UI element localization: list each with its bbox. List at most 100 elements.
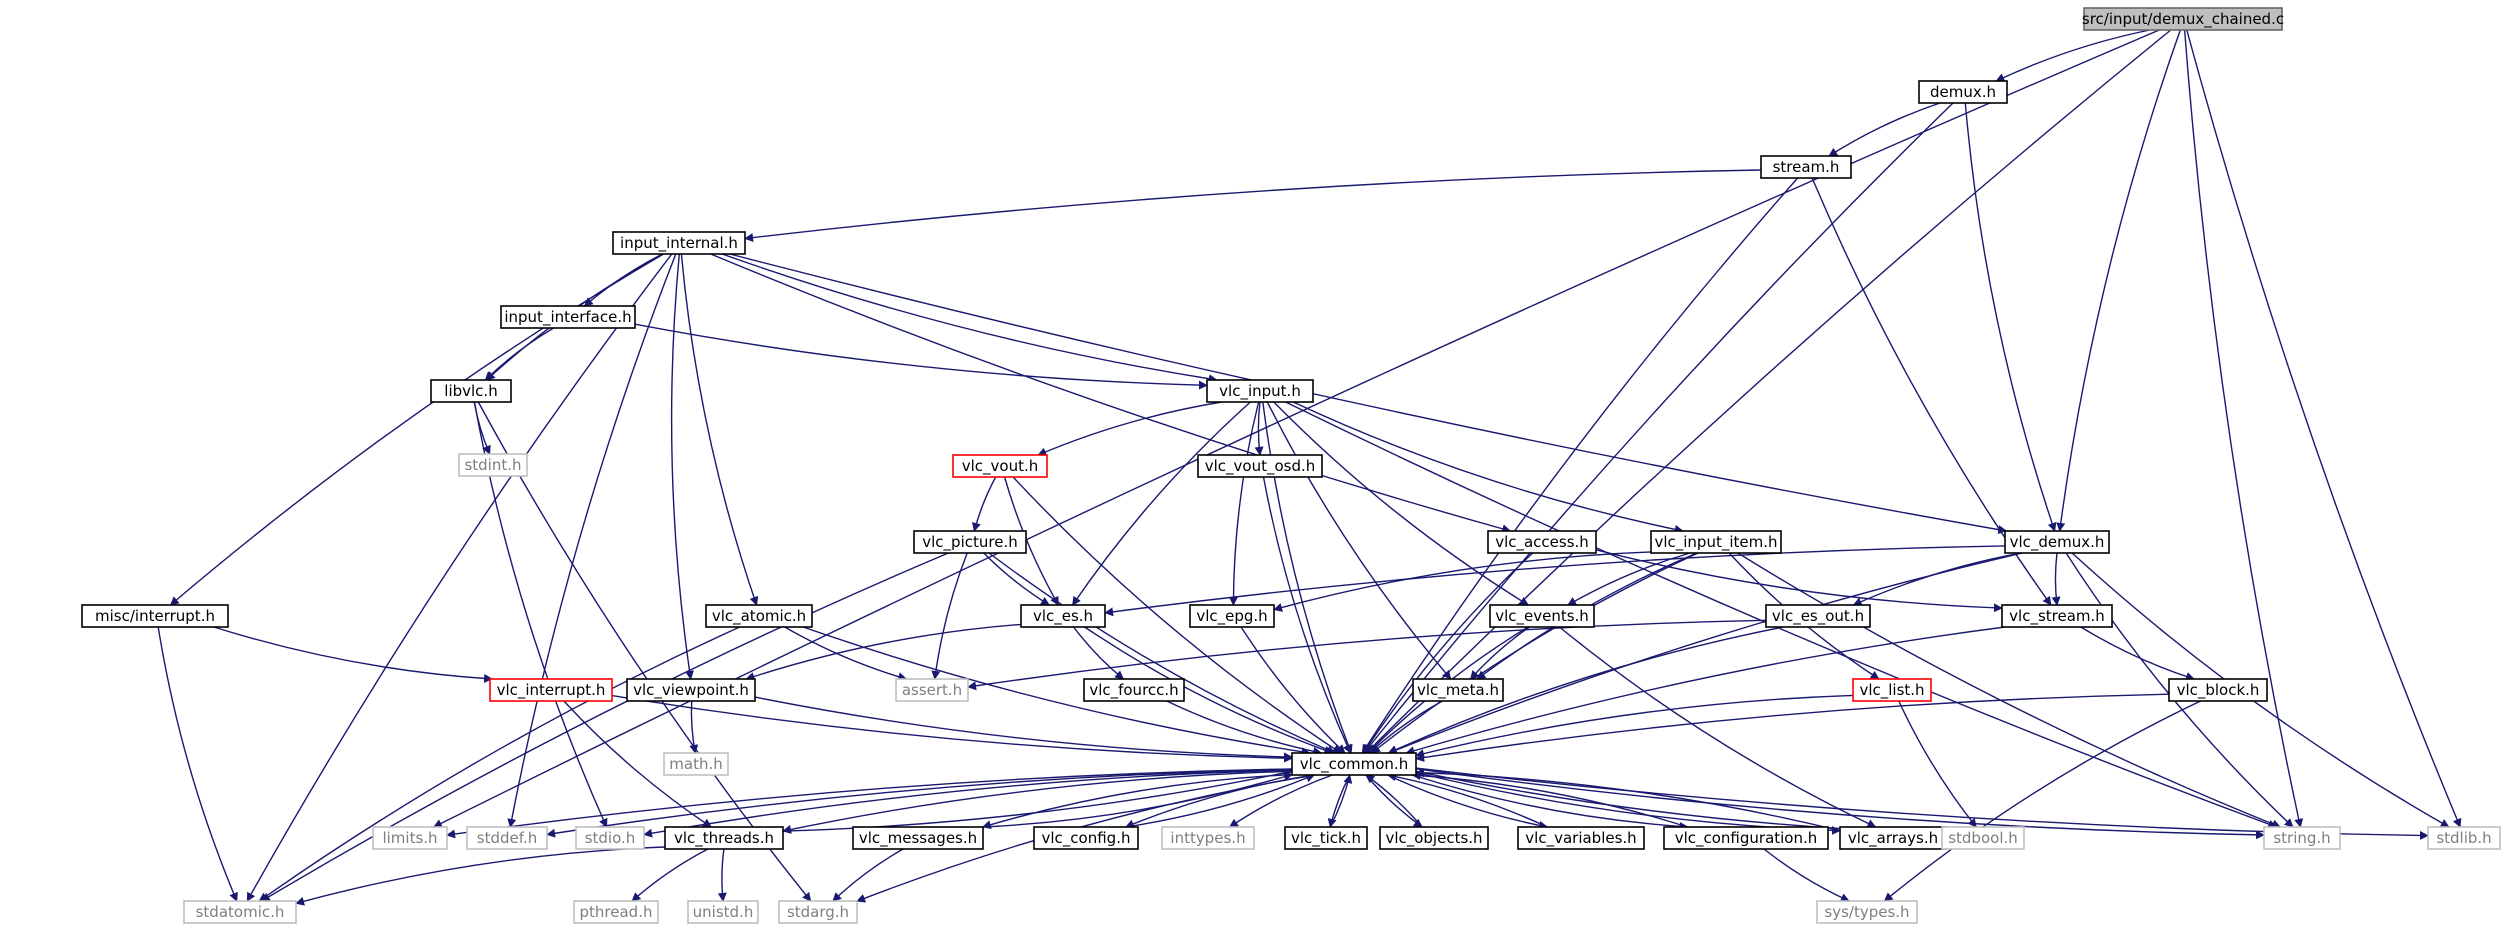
edge-vlc_atomic-to-assert [784,626,908,682]
edge-vlc_vout_osd-to-vlc_common [1262,476,1352,754]
edge-vlc_es-to-vlc_common [1084,626,1334,755]
node-vlc-messages[interactable]: vlc_messages.h [852,826,984,850]
edge-vlc_demux-to-vlc_es_out [1852,552,2022,606]
node-vlc-demux[interactable]: vlc_demux.h [2004,530,2110,554]
edge-vlc_input_item-to-vlc_epg [1273,551,1652,612]
edge-vlc_common-to-vlc_variables [1387,774,1549,830]
edge-vlc_demux-to-vlc_stream [2051,552,2061,606]
node-vlc-picture[interactable]: vlc_picture.h [913,530,1027,554]
node-vlc-es-out[interactable]: vlc_es_out.h [1765,604,1871,628]
edge-demux_chained-to-string [2183,29,2304,828]
node-vlc-stream[interactable]: vlc_stream.h [2001,604,2113,628]
node-label: demux.h [1930,83,1996,101]
node-inttypes: inttypes.h [1161,826,1255,850]
node-pthread: pthread.h [573,900,659,924]
edge-vlc_picture-to-vlc_common [988,552,1336,754]
edge-input_internal-to-vlc_demux [729,253,2008,535]
edge-vlc_threads-to-stdatomic [295,846,666,906]
edge-vlc_stream-to-vlc_common [1405,626,2005,756]
node-stdarg: stdarg.h [778,900,858,924]
node-label: vlc_vout_osd.h [1205,457,1316,476]
edge-vlc_configuration-to-vlc_common [1411,771,1688,828]
node-vlc-viewpoint[interactable]: vlc_viewpoint.h [626,678,756,702]
node-vlc-tick[interactable]: vlc_tick.h [1284,826,1368,850]
node-demux-h[interactable]: demux.h [1918,80,2008,104]
node-label: vlc_es_out.h [1772,607,1864,626]
node-label: vlc_threads.h [674,829,774,848]
node-vlc-access[interactable]: vlc_access.h [1487,530,1597,554]
node-label: sys/types.h [1824,903,1909,921]
edge-vlc_input-to-vlc_vout_osd [1254,401,1264,456]
node-label: stdbool.h [1948,829,2018,847]
node-stdbool: stdbool.h [1941,826,2025,850]
node-label: vlc_messages.h [859,829,977,848]
node-vlc-epg[interactable]: vlc_epg.h [1189,604,1275,628]
edge-demux_chained-to-demux_h [1995,29,2150,82]
node-input-internal[interactable]: input_internal.h [612,231,746,255]
node-vlc-objects[interactable]: vlc_objects.h [1379,826,1489,850]
node-label: pthread.h [580,903,653,921]
node-vlc-variables[interactable]: vlc_variables.h [1517,826,1645,850]
node-vlc-config[interactable]: vlc_config.h [1033,826,1139,850]
node-label: vlc_viewpoint.h [633,681,749,700]
edge-misc_interrupt-to-stdatomic [157,626,238,902]
node-label: src/input/demux_chained.c [2082,10,2284,29]
node-label: vlc_arrays.h [1848,829,1938,848]
node-input-interface[interactable]: input_interface.h [500,305,636,329]
node-vlc-common[interactable]: vlc_common.h [1291,752,1417,776]
node-label: vlc_meta.h [1417,681,1499,700]
edge-vlc_es_out-to-vlc_common [1387,626,1784,754]
node-vlc-atomic[interactable]: vlc_atomic.h [705,604,813,628]
edge-misc_interrupt-to-vlc_interrupt [213,626,493,683]
edge-vlc_vout-to-vlc_common [1012,476,1342,754]
node-vlc-interrupt[interactable]: vlc_interrupt.h [489,678,613,702]
edge-vlc_epg-to-vlc_common [1240,626,1346,754]
edge-vlc_input_item-to-string [1737,552,2282,829]
node-label: vlc_picture.h [922,533,1017,552]
edge-vlc_config-to-vlc_common [1125,773,1316,828]
edge-vlc_common-to-vlc_messages [981,773,1293,830]
node-vlc-fourcc[interactable]: vlc_fourcc.h [1083,678,1185,702]
node-sys-types: sys/types.h [1816,900,1918,924]
node-vlc-list[interactable]: vlc_list.h [1852,678,1932,702]
edge-stream_h-to-vlc_common [1361,177,1799,754]
node-label: vlc_configuration.h [1675,829,1818,848]
node-vlc-block[interactable]: vlc_block.h [2168,678,2268,702]
edge-demux_chained-to-vlc_demux [2056,29,2181,532]
edge-vlc_demux-to-vlc_common [1387,552,2023,755]
edge-vlc_atomic-to-vlc_common [802,626,1311,757]
edge-vlc_messages-to-vlc_common [982,772,1293,828]
edge-vlc_common-to-string [1415,768,2265,840]
node-vlc-vout-osd[interactable]: vlc_vout_osd.h [1197,454,1323,478]
edge-vlc_list-to-vlc_common [1415,694,1854,758]
edge-vlc_common-to-vlc_threads [782,770,1293,834]
edge-vlc_input-to-vlc_epg [1228,401,1260,606]
node-label: stdio.h [585,829,636,847]
node-vlc-input[interactable]: vlc_input.h [1206,379,1314,403]
node-vlc-events[interactable]: vlc_events.h [1489,604,1595,628]
node-misc-interrupt[interactable]: misc/interrupt.h [81,604,229,628]
edge-input_internal-to-misc_interrupt [169,253,664,606]
node-label: input_interface.h [504,308,631,327]
node-demux-chained: src/input/demux_chained.c [2082,7,2284,31]
node-string: string.h [2263,826,2341,850]
edge-vlc_variables-to-vlc_common [1386,772,1548,828]
edge-vlc_stream-to-vlc_block [2080,626,2195,681]
node-label: unistd.h [693,903,754,921]
node-stream-h[interactable]: stream.h [1760,155,1852,179]
node-vlc-threads[interactable]: vlc_threads.h [664,826,784,850]
edge-vlc_picture-to-stdatomic [260,552,949,902]
node-vlc-vout[interactable]: vlc_vout.h [952,454,1048,478]
edges-layer [157,29,2462,906]
edge-demux_chained-to-stdlib [2186,29,2462,828]
node-vlc-meta[interactable]: vlc_meta.h [1412,678,1504,702]
node-vlc-configuration[interactable]: vlc_configuration.h [1663,826,1829,850]
node-libvlc[interactable]: libvlc.h [430,379,512,403]
node-vlc-es[interactable]: vlc_es.h [1020,604,1106,628]
edge-vlc_arrays-to-vlc_common [1415,768,1841,832]
node-vlc-arrays[interactable]: vlc_arrays.h [1839,826,1947,850]
edge-vlc_common-to-vlc_tick [1327,774,1351,828]
edge-vlc_input-to-vlc_common [1262,401,1353,754]
node-label: vlc_block.h [2177,681,2260,700]
node-vlc-input-item[interactable]: vlc_input_item.h [1650,530,1782,554]
